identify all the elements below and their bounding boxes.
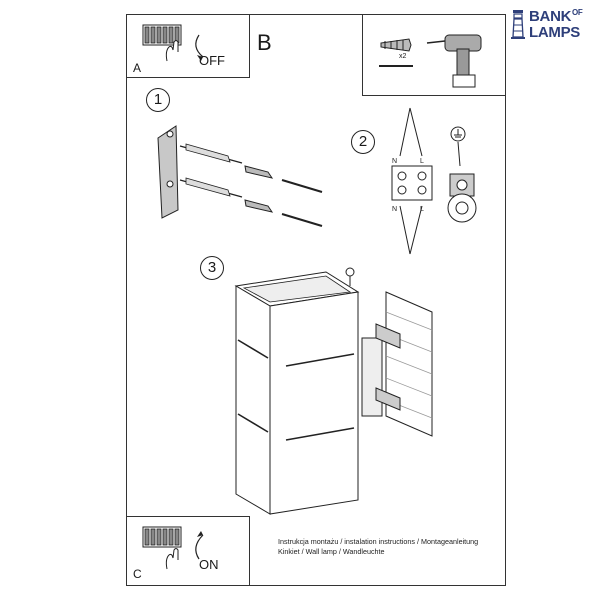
lighthouse-icon	[511, 10, 525, 39]
step-1-badge: 1	[146, 88, 170, 112]
switch-on-label: ON	[199, 557, 219, 572]
panel-a-letter: A	[133, 61, 142, 75]
wall-lamp-mounting-diagram	[234, 267, 433, 515]
instruction-sheet	[126, 14, 506, 586]
panel-b-letter: B	[257, 30, 272, 55]
switch-off-label: OFF	[199, 53, 225, 68]
wire-label-live-bottom: L	[420, 206, 424, 213]
terminal-block-wiring-diagram	[391, 107, 433, 255]
logo-word-of: OF	[572, 8, 583, 17]
wire-label-neutral-bottom: N	[392, 206, 398, 213]
logo-word-lamps: LAMPS	[529, 24, 581, 41]
instruction-caption-line1: Instrukcja montażu / instalation instruc…	[278, 537, 479, 546]
ground-terminal-icon	[447, 126, 477, 223]
step-2-badge: 2	[351, 130, 375, 154]
required-tools-panel: x2	[362, 14, 506, 96]
panel-a-switch-off: A OFF	[126, 14, 250, 78]
wire-label-live-top: L	[420, 158, 424, 165]
logo-word-bank: BANK	[529, 8, 572, 25]
wall-bracket-mounting-diagram	[157, 125, 323, 227]
panel-c-switch-on: C ON	[126, 516, 250, 586]
quantity-label: x2	[399, 53, 407, 60]
fuse-switch-on-icon	[142, 526, 204, 570]
wire-label-neutral-top: N	[392, 158, 398, 165]
wall-plug-screw-icon	[379, 38, 413, 67]
step-3-badge: 3	[200, 256, 224, 280]
bank-of-lamps-logo: BANK OF LAMPS	[510, 6, 600, 46]
panel-c-letter: C	[133, 567, 142, 581]
instruction-caption-line2: Kinkiet / Wall lamp / Wandleuchte	[278, 547, 385, 556]
cordless-drill-icon	[426, 34, 482, 88]
fuse-switch-icon	[142, 24, 204, 62]
